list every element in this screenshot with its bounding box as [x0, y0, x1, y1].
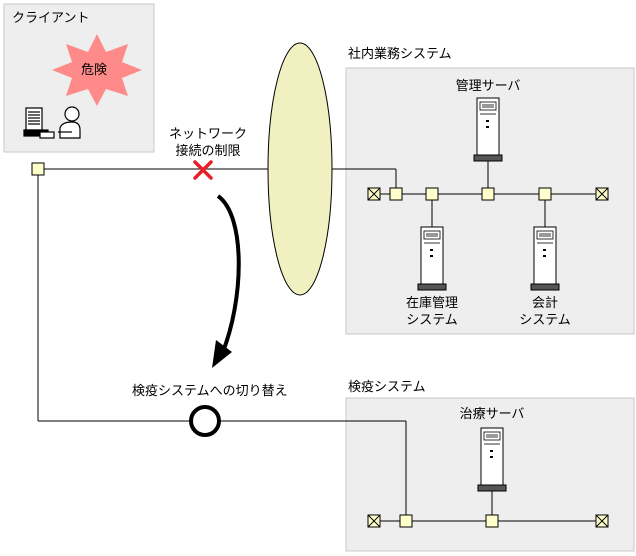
network-node — [389, 187, 403, 201]
arrow-head-icon — [212, 340, 232, 368]
treatment-server-label: 治療サーバ — [459, 407, 525, 422]
network-node — [399, 514, 413, 528]
terminator-icon — [595, 187, 609, 201]
restriction-cross-icon — [193, 160, 213, 180]
accounting-label-1: 会計 — [531, 296, 558, 311]
firewall-ellipse — [267, 42, 333, 296]
server-icon — [473, 97, 503, 162]
client-title: クライアント — [12, 11, 90, 26]
terminator-icon — [367, 187, 381, 201]
server-icon — [417, 226, 447, 291]
client-node — [31, 162, 45, 176]
terminator-icon — [595, 514, 609, 528]
server-icon — [477, 427, 507, 492]
restriction-label-1: ネットワーク — [168, 127, 247, 142]
network-node — [485, 514, 499, 528]
switch-label: 検疫システムへの切り替え — [132, 384, 288, 399]
danger-burst — [52, 34, 142, 106]
network-node — [481, 187, 495, 201]
server-icon — [530, 226, 560, 291]
switch-arrow — [216, 194, 241, 355]
permit-circle-icon — [189, 405, 221, 437]
computer-user-icon — [23, 106, 81, 139]
network-node — [538, 187, 552, 201]
terminator-icon — [367, 514, 381, 528]
mgmt-server-label: 管理サーバ — [455, 79, 521, 94]
inventory-label-2: システム — [406, 313, 458, 328]
network-node — [425, 187, 439, 201]
danger-label: 危険 — [81, 63, 108, 78]
restriction-label-2: 接続の制限 — [175, 144, 241, 159]
quarantine-system-title: 検疫システム — [348, 380, 426, 395]
internal-system-title: 社内業務システム — [348, 47, 452, 62]
inventory-label-1: 在庫管理 — [405, 296, 458, 311]
accounting-label-2: システム — [519, 313, 571, 328]
